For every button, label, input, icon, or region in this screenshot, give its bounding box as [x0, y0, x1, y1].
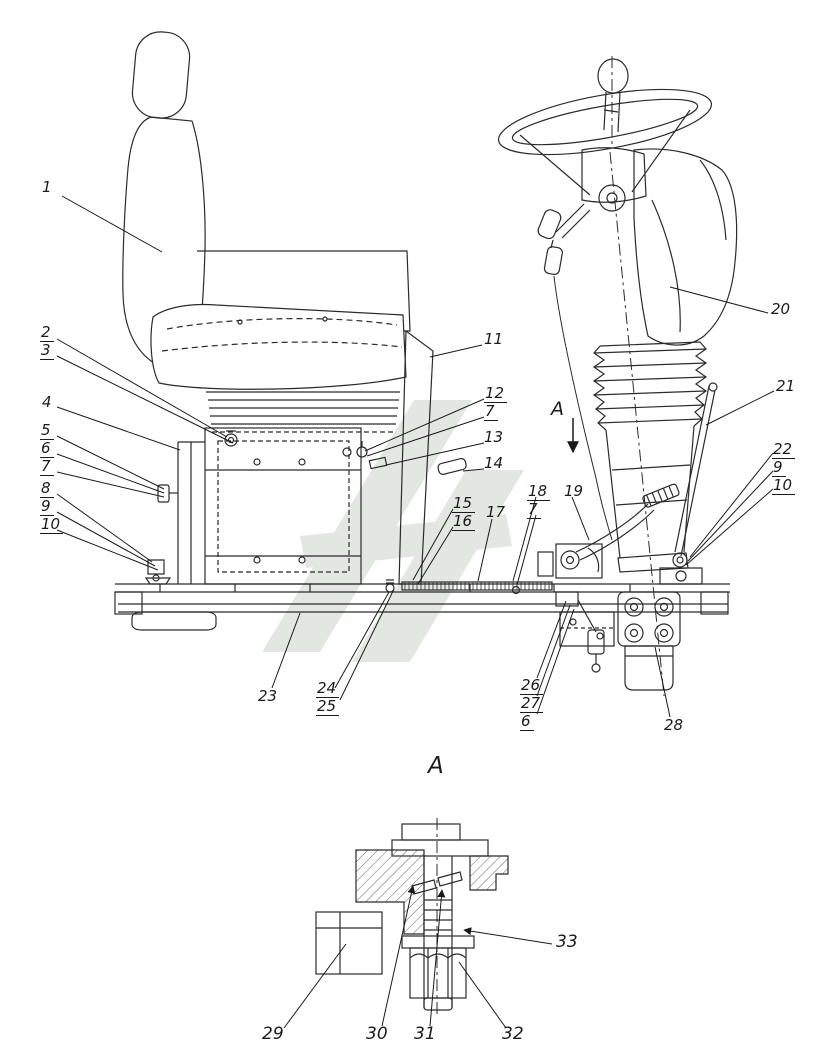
callout-group-2-3: 2 3	[40, 324, 54, 360]
callout-15: 15	[452, 495, 476, 513]
callout-group-18-7: 18 7	[527, 483, 551, 519]
callout-31: 31	[414, 1024, 436, 1044]
callout-7c: 7	[527, 501, 541, 519]
callout-16: 16	[452, 513, 476, 531]
callout-19: 19	[564, 482, 584, 500]
callout-9: 9	[40, 498, 54, 516]
callout-32: 32	[502, 1024, 524, 1044]
callout-21: 21	[776, 377, 796, 395]
callout-10: 10	[40, 516, 64, 534]
callout-14: 14	[484, 454, 504, 472]
callout-23: 23	[258, 687, 278, 705]
callout-13: 13	[484, 428, 504, 446]
callout-33: 33	[556, 932, 578, 952]
detail-view-title: A	[428, 753, 444, 779]
callout-group-26-27-6: 26 27 6	[520, 677, 544, 731]
leader-lines	[56, 195, 775, 1029]
callout-group-15-16: 15 16	[452, 495, 476, 531]
callout-27: 27	[520, 695, 544, 713]
detail-view	[315, 818, 509, 1016]
base-rail	[114, 583, 730, 631]
callout-17: 17	[486, 503, 506, 521]
callout-1: 1	[42, 178, 52, 196]
callout-6: 6	[40, 440, 54, 458]
callout-24: 24	[316, 680, 340, 698]
callout-30: 30	[366, 1024, 388, 1044]
callout-7: 7	[40, 458, 54, 476]
callout-8: 8	[40, 480, 54, 498]
callout-6b: 6	[520, 713, 534, 731]
callout-group-5-6-7: 5 6 7	[40, 422, 54, 476]
callout-7b: 7	[484, 403, 498, 421]
callout-4: 4	[42, 393, 52, 411]
callout-10b: 10	[772, 477, 796, 495]
callout-20: 20	[771, 300, 791, 318]
callout-18: 18	[527, 483, 551, 501]
callout-25: 25	[316, 698, 340, 716]
callout-11: 11	[484, 330, 504, 348]
section-marker: A	[551, 398, 564, 420]
callout-12: 12	[484, 385, 508, 403]
steering-column	[497, 56, 738, 697]
callout-9b: 9	[772, 459, 786, 477]
callout-29: 29	[262, 1024, 284, 1044]
callout-22: 22	[772, 441, 796, 459]
watermark	[262, 400, 524, 662]
callout-group-12-7: 12 7	[484, 385, 508, 421]
callout-group-22-9-10: 22 9 10	[772, 441, 796, 495]
callout-28: 28	[664, 716, 684, 734]
callout-5: 5	[40, 422, 54, 440]
callout-3: 3	[40, 342, 54, 360]
callout-2: 2	[40, 324, 54, 342]
callout-group-24-25: 24 25	[316, 680, 340, 716]
callout-group-8-9-10: 8 9 10	[40, 480, 64, 534]
seat-assembly	[122, 31, 553, 595]
callout-26: 26	[520, 677, 544, 695]
